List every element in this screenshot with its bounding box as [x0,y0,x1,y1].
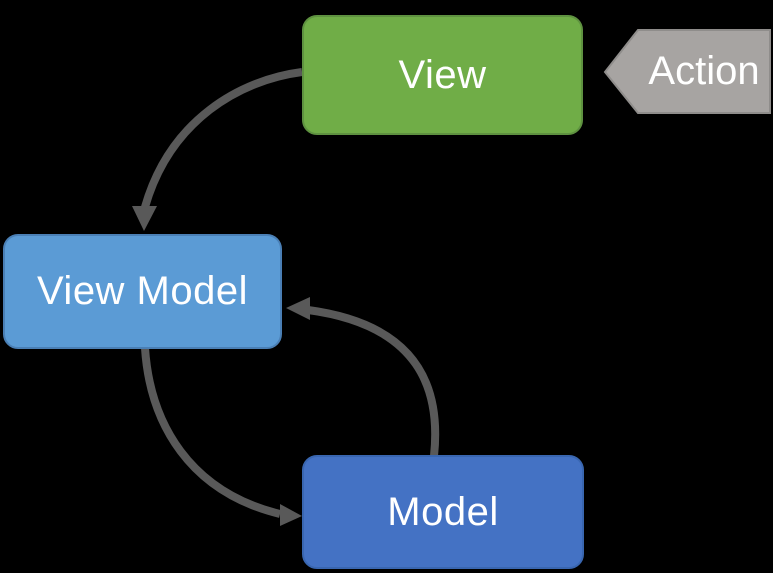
edge-model-to-viewmodel [307,306,440,457]
node-action: Action [638,29,770,113]
arrowhead-into-viewmodel-top [132,206,157,231]
arrowhead-into-viewmodel-right [286,297,310,320]
node-model: Model [302,455,584,569]
action-chevron-shape [603,29,771,114]
node-view-model: View Model [3,234,282,349]
node-model-label: Model [387,489,499,534]
arrowhead-into-model-left [280,504,302,526]
node-view-model-label: View Model [36,269,249,313]
node-action-label: Action [648,48,760,93]
edge-view-to-viewmodel [141,68,303,209]
node-view: View [302,15,583,135]
edge-viewmodel-to-model [141,347,281,518]
node-view-label: View [398,52,487,97]
